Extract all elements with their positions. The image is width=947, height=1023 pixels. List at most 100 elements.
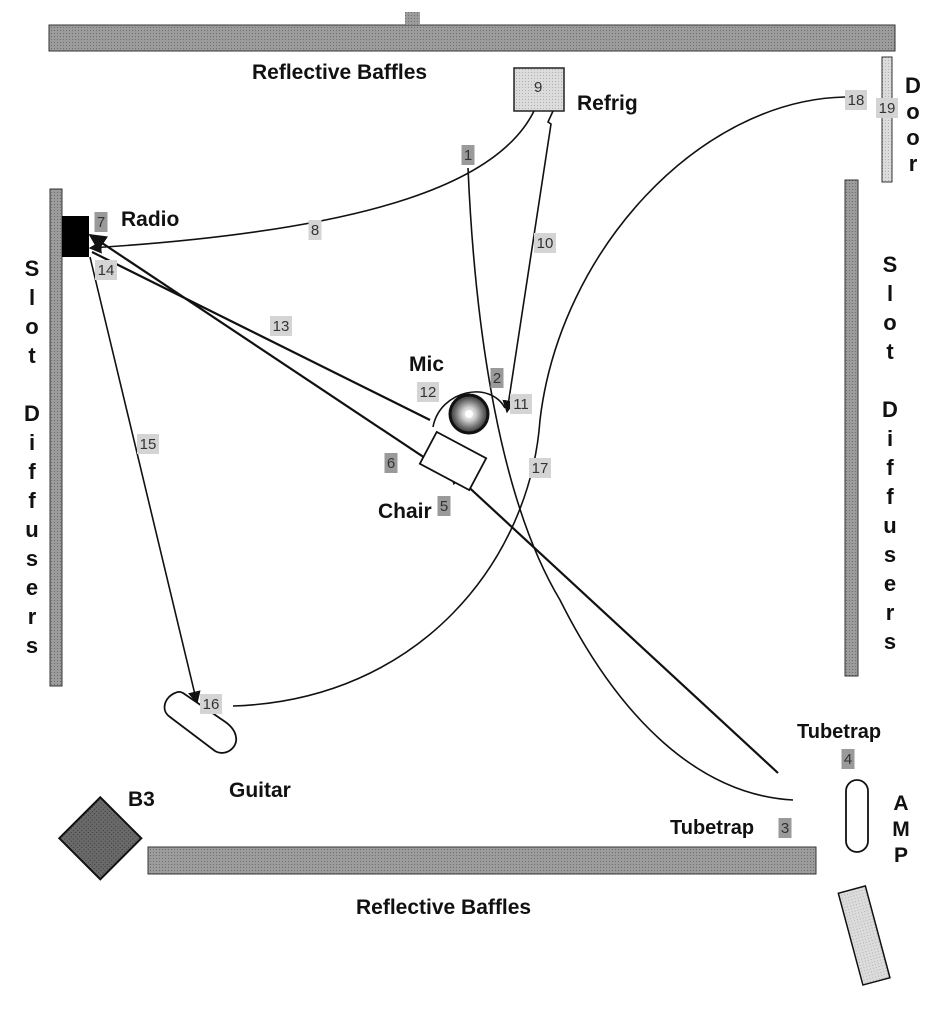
marker-5: 5 bbox=[440, 498, 448, 515]
vertical-letter: s bbox=[26, 546, 38, 571]
vertical-letter: f bbox=[28, 488, 36, 513]
marker-box-5 bbox=[437, 496, 451, 516]
marker-9: 9 bbox=[534, 79, 542, 96]
mic-center bbox=[465, 410, 473, 418]
path-11-12 bbox=[432, 391, 506, 428]
vertical-letter: D bbox=[905, 73, 921, 98]
marker-10: 10 bbox=[537, 235, 554, 252]
amp-label: AMP bbox=[892, 792, 910, 867]
marker-box-16 bbox=[200, 694, 222, 714]
bottom-reflective-baffle bbox=[147, 846, 817, 875]
radio bbox=[62, 216, 89, 257]
vertical-letter: r bbox=[909, 151, 918, 176]
marker-18: 18 bbox=[848, 92, 865, 109]
marker-box-4 bbox=[841, 749, 855, 769]
vertical-letter: o bbox=[25, 314, 38, 339]
vertical-letter: l bbox=[887, 281, 893, 306]
vertical-letter: t bbox=[886, 339, 894, 364]
marker-box-19 bbox=[876, 98, 898, 118]
chair bbox=[418, 430, 488, 492]
vertical-letter: o bbox=[906, 125, 919, 150]
path-4-5-6-7 bbox=[446, 466, 779, 774]
marker-box-15 bbox=[137, 434, 159, 454]
vertical-letter: s bbox=[884, 542, 896, 567]
mic-label: Mic bbox=[409, 353, 444, 376]
marker-box-6 bbox=[384, 453, 398, 473]
marker-16: 16 bbox=[203, 696, 220, 713]
vertical-letter: e bbox=[26, 575, 38, 600]
vertical-letter: e bbox=[884, 571, 896, 596]
marker-19: 19 bbox=[879, 100, 896, 117]
vertical-letter: s bbox=[884, 629, 896, 654]
vertical-letter: D bbox=[24, 401, 40, 426]
path-10 bbox=[502, 110, 554, 414]
top-baffles-label: Reflective Baffles bbox=[252, 61, 427, 84]
marker-box-13 bbox=[270, 316, 292, 336]
refrigerator bbox=[513, 67, 565, 112]
vertical-letter: i bbox=[29, 430, 35, 455]
vertical-letter: D bbox=[882, 397, 898, 422]
marker-box-17 bbox=[529, 458, 551, 478]
top-reflective-baffle bbox=[48, 24, 896, 52]
top-baffle-stub bbox=[405, 12, 420, 25]
vertical-letter: f bbox=[886, 455, 894, 480]
b3-label: B3 bbox=[128, 788, 155, 811]
marker-11: 11 bbox=[513, 396, 529, 413]
marker-box-11 bbox=[510, 394, 532, 414]
vertical-letter: f bbox=[28, 459, 36, 484]
vertical-letter: u bbox=[25, 517, 38, 542]
right-slot-diffuser bbox=[844, 179, 859, 677]
vertical-letter: r bbox=[886, 600, 895, 625]
marker-7: 7 bbox=[97, 214, 105, 231]
vertical-letter: o bbox=[906, 99, 919, 124]
radio-label: Radio bbox=[121, 208, 179, 231]
amp bbox=[845, 779, 869, 853]
marker-box-7 bbox=[94, 212, 108, 232]
vertical-letter: S bbox=[883, 252, 898, 277]
vertical-letter: f bbox=[886, 484, 894, 509]
vertical-letter: t bbox=[28, 343, 36, 368]
marker-4: 4 bbox=[844, 751, 852, 768]
marker-box-10 bbox=[534, 233, 556, 253]
vertical-letter: A bbox=[893, 792, 908, 815]
path-13 bbox=[91, 251, 431, 421]
marker-6: 6 bbox=[387, 455, 395, 472]
vertical-letter: S bbox=[25, 256, 40, 281]
marker-2: 2 bbox=[493, 370, 501, 387]
guitar bbox=[163, 690, 237, 754]
marker-14: 14 bbox=[98, 262, 115, 279]
marker-box-12 bbox=[417, 382, 439, 402]
guitar-label: Guitar bbox=[229, 779, 291, 802]
refrig-label: Refrig bbox=[577, 92, 638, 115]
left-slot-diffuser bbox=[49, 188, 63, 687]
marker-8: 8 bbox=[311, 222, 319, 239]
marker-box-2 bbox=[490, 368, 504, 388]
path-8 bbox=[88, 110, 535, 254]
vertical-letter: l bbox=[29, 285, 35, 310]
vertical-letter: r bbox=[28, 604, 37, 629]
vertical-letter: P bbox=[894, 844, 908, 867]
chair-label: Chair bbox=[378, 500, 432, 523]
marker-13: 13 bbox=[273, 318, 290, 335]
vertical-letter: M bbox=[892, 818, 910, 841]
marker-3: 3 bbox=[781, 820, 789, 837]
door[interactable] bbox=[881, 56, 893, 183]
tubetrap-bottom-label: Tubetrap bbox=[670, 817, 754, 839]
marker-box-3 bbox=[778, 818, 792, 838]
vertical-letter: i bbox=[887, 426, 893, 451]
b3-organ bbox=[57, 795, 143, 881]
vertical-letter: s bbox=[26, 633, 38, 658]
marker-box-8 bbox=[308, 220, 322, 240]
tubetrap-top-label: Tubetrap bbox=[797, 721, 881, 743]
vertical-letter: u bbox=[883, 513, 896, 538]
marker-box-18 bbox=[845, 90, 867, 110]
marker-box-14 bbox=[95, 260, 117, 280]
marker-17: 17 bbox=[532, 460, 549, 477]
marker-15: 15 bbox=[140, 436, 157, 453]
path-17-18 bbox=[232, 96, 846, 707]
vertical-letter: o bbox=[883, 310, 896, 335]
